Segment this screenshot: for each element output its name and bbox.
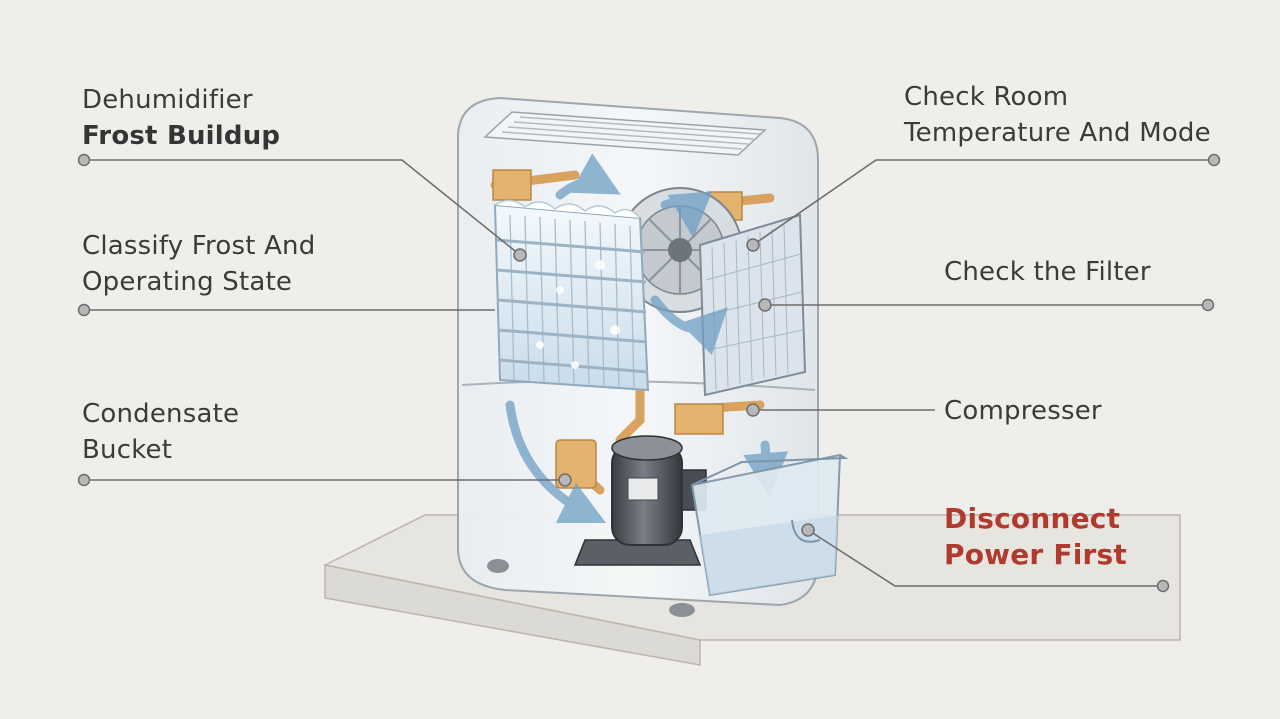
pipe-fitting xyxy=(492,169,532,201)
callout-check-filter: Check the Filter xyxy=(944,254,1151,290)
callout-compressor-line-1: Compresser xyxy=(944,396,1102,426)
title-line-1: Dehumidifier xyxy=(82,85,253,115)
callout-room-line-1: Check Room xyxy=(904,82,1069,112)
callout-bucket-line-1: Condensate xyxy=(82,399,240,429)
callout-bucket-line-2: Bucket xyxy=(82,435,173,465)
compressor-fitting xyxy=(674,403,724,435)
callout-room-line-2: Temperature And Mode xyxy=(904,118,1211,148)
callout-power-line-1: Disconnect xyxy=(944,502,1121,535)
callout-filter-line-1: Check the Filter xyxy=(944,257,1151,287)
diagram-title: Dehumidifier Frost Buildup xyxy=(82,82,280,154)
callout-classify-line-1: Classify Frost And xyxy=(82,231,316,261)
callout-disconnect-power-warning: Disconnect Power First xyxy=(944,501,1127,573)
callout-power-line-2: Power First xyxy=(944,538,1127,571)
callout-classify-line-2: Operating State xyxy=(82,267,293,297)
leader-dots xyxy=(77,153,1221,593)
title-line-2: Frost Buildup xyxy=(82,121,281,151)
callout-classify-frost: Classify Frost And Operating State xyxy=(82,228,315,300)
leader-lines xyxy=(84,159,1214,587)
frosted-evaporator-coil xyxy=(493,199,650,392)
callout-condensate-bucket: Condensate Bucket xyxy=(82,396,239,468)
callout-compressor: Compresser xyxy=(944,393,1102,429)
callout-room-temperature: Check Room Temperature And Mode xyxy=(904,79,1211,151)
